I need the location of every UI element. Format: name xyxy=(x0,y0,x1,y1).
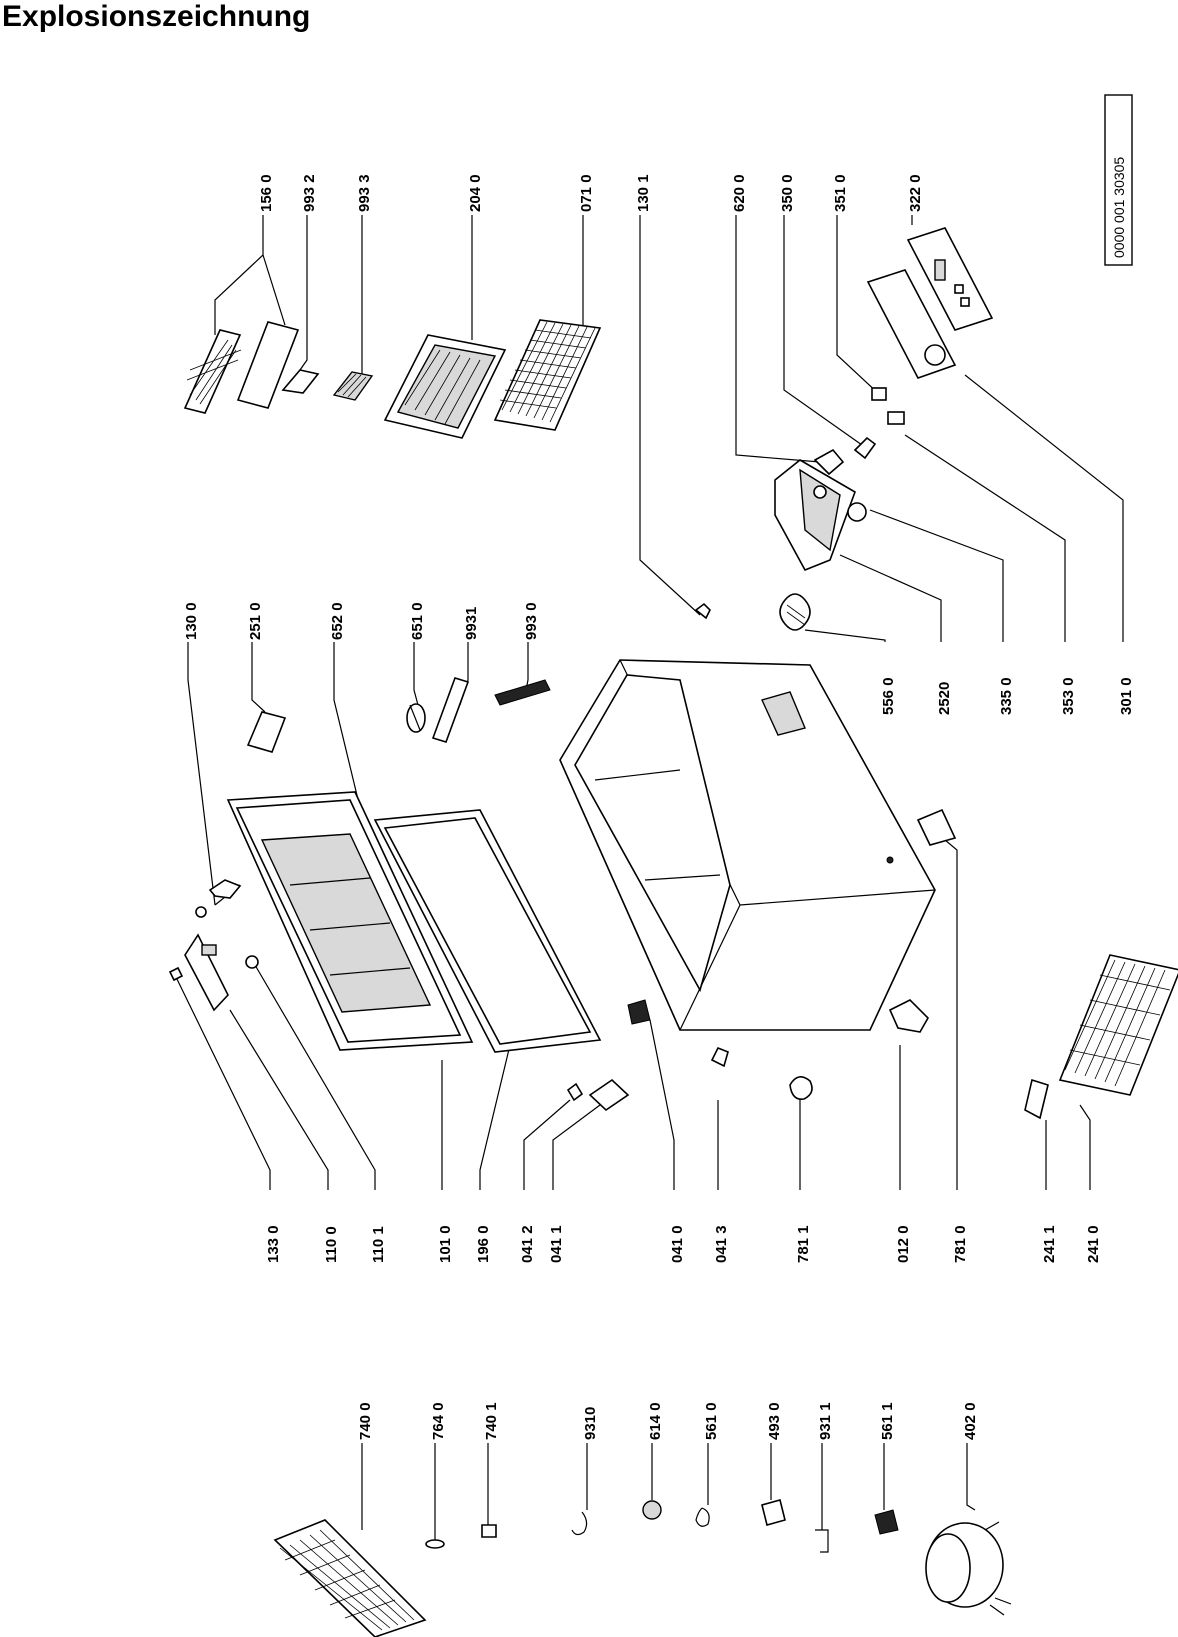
label-740-0: 740 0 xyxy=(357,1402,374,1440)
part-110-1 xyxy=(245,955,259,969)
part-620-0 xyxy=(813,448,845,476)
part-control-panel xyxy=(866,227,994,379)
part-931-0 xyxy=(571,1511,588,1536)
label-110-0: 110 0 xyxy=(323,1226,340,1263)
part-493-0 xyxy=(761,1499,786,1526)
label-740-1: 740 1 xyxy=(483,1402,500,1440)
part-993-3 xyxy=(332,371,374,401)
label-335-0: 335 0 xyxy=(998,677,1015,715)
part-350-0 xyxy=(853,436,877,460)
part-335-0 xyxy=(847,502,867,522)
part-tray xyxy=(236,321,300,409)
label-353-0: 353 0 xyxy=(1060,677,1077,715)
label-101-0: 101 0 xyxy=(437,1225,454,1263)
part-condenser xyxy=(273,1519,427,1637)
label-556-0: 556 0 xyxy=(880,677,897,715)
part-651-0 xyxy=(406,703,426,733)
part-ice-tray xyxy=(183,329,242,414)
part-130-1 xyxy=(694,602,711,620)
part-133-0 xyxy=(168,966,184,982)
label-764-0: 764 0 xyxy=(430,1402,447,1440)
part-lid xyxy=(226,791,474,1051)
label-071-0: 071 0 xyxy=(578,174,595,212)
part-353-0 xyxy=(887,411,905,425)
doc-number-box: 0000 001 30305 xyxy=(1104,94,1133,266)
part-hinge-screw xyxy=(195,906,207,918)
part-lid-handle xyxy=(184,933,229,1012)
part-041-2 xyxy=(566,1082,584,1102)
label-350-0: 350 0 xyxy=(779,174,796,212)
label-561-1: 561 1 xyxy=(879,1402,896,1440)
part-931-1 xyxy=(815,1529,829,1553)
label-133-0: 133 0 xyxy=(265,1225,282,1263)
part-041-1 xyxy=(588,1078,630,1112)
doc-number: 0000 001 30305 xyxy=(1111,157,1127,258)
lower-labels: 740 0 764 0 740 1 9310 614 0 561 0 493 0… xyxy=(357,1402,979,1440)
label-561-0: 561 0 xyxy=(703,1402,720,1440)
label-620-0: 620 0 xyxy=(731,174,748,212)
part-compressor xyxy=(925,1521,1012,1616)
part-grid-shelf xyxy=(493,319,602,431)
label-351-0: 351 0 xyxy=(832,174,849,212)
part-control-box xyxy=(774,459,856,572)
label-993-0: 993 0 xyxy=(523,602,540,640)
page-title: Explosionszeichnung xyxy=(2,0,311,33)
label-196-0: 196 0 xyxy=(475,1225,492,1263)
label-651-0: 651 0 xyxy=(409,602,426,640)
part-556-0 xyxy=(779,593,811,631)
part-gasket xyxy=(373,809,602,1053)
label-041-2: 041 2 xyxy=(519,1225,536,1263)
part-241-1 xyxy=(1024,1078,1049,1120)
label-301-0: 301 0 xyxy=(1118,677,1135,715)
label-993-1: 9931 xyxy=(463,607,480,640)
part-993-1 xyxy=(431,677,470,743)
part-drawer-frame xyxy=(383,334,507,439)
part-740-1 xyxy=(481,1524,497,1538)
part-251-0 xyxy=(246,711,287,753)
label-993-2: 993 2 xyxy=(301,174,318,212)
part-993-2 xyxy=(281,369,320,394)
label-041-1: 041 1 xyxy=(548,1225,565,1263)
part-781-1 xyxy=(789,1076,813,1101)
label-241-0: 241 0 xyxy=(1085,1225,1102,1263)
middle-labels: 133 0 110 0 110 1 101 0 196 0 041 2 041 … xyxy=(265,1225,1102,1263)
part-781-0 xyxy=(916,808,957,846)
label-204-0: 204 0 xyxy=(467,174,484,212)
part-hinge xyxy=(208,879,242,899)
part-012-0 xyxy=(888,999,929,1033)
label-931-0: 9310 xyxy=(582,1407,599,1440)
label-931-1: 931 1 xyxy=(817,1402,834,1440)
label-012-0: 012 0 xyxy=(895,1225,912,1263)
label-993-3: 993 3 xyxy=(356,174,373,212)
part-764-0 xyxy=(425,1539,445,1549)
part-basket xyxy=(1058,954,1178,1096)
label-322-0: 322 0 xyxy=(907,174,924,212)
label-652-0: 652 0 xyxy=(329,602,346,640)
label-130-0: 130 0 xyxy=(183,602,200,640)
top-labels: 156 0 993 2 993 3 204 0 071 0 130 1 620 … xyxy=(183,174,1135,715)
part-561-0 xyxy=(695,1507,710,1527)
label-041-0: 041 0 xyxy=(669,1225,686,1263)
part-041-0 xyxy=(627,999,651,1025)
part-041-3 xyxy=(710,1046,729,1068)
label-252-0: 2520 xyxy=(936,682,953,715)
label-241-1: 241 1 xyxy=(1041,1225,1058,1263)
label-781-1: 781 1 xyxy=(795,1225,812,1263)
label-402-0: 402 0 xyxy=(962,1402,979,1440)
label-781-0: 781 0 xyxy=(952,1225,969,1263)
part-561-1 xyxy=(874,1509,899,1535)
part-cabinet xyxy=(559,659,936,1031)
label-041-3: 041 3 xyxy=(713,1225,730,1263)
label-493-0: 493 0 xyxy=(766,1402,783,1440)
label-130-1: 130 1 xyxy=(635,174,652,212)
label-110-1: 110 1 xyxy=(370,1226,387,1263)
part-351-0 xyxy=(871,387,887,401)
label-156-0: 156 0 xyxy=(258,174,275,212)
part-614-0 xyxy=(642,1500,662,1520)
part-993-0 xyxy=(494,679,551,706)
label-614-0: 614 0 xyxy=(647,1402,664,1440)
label-251-0: 251 0 xyxy=(247,602,264,640)
